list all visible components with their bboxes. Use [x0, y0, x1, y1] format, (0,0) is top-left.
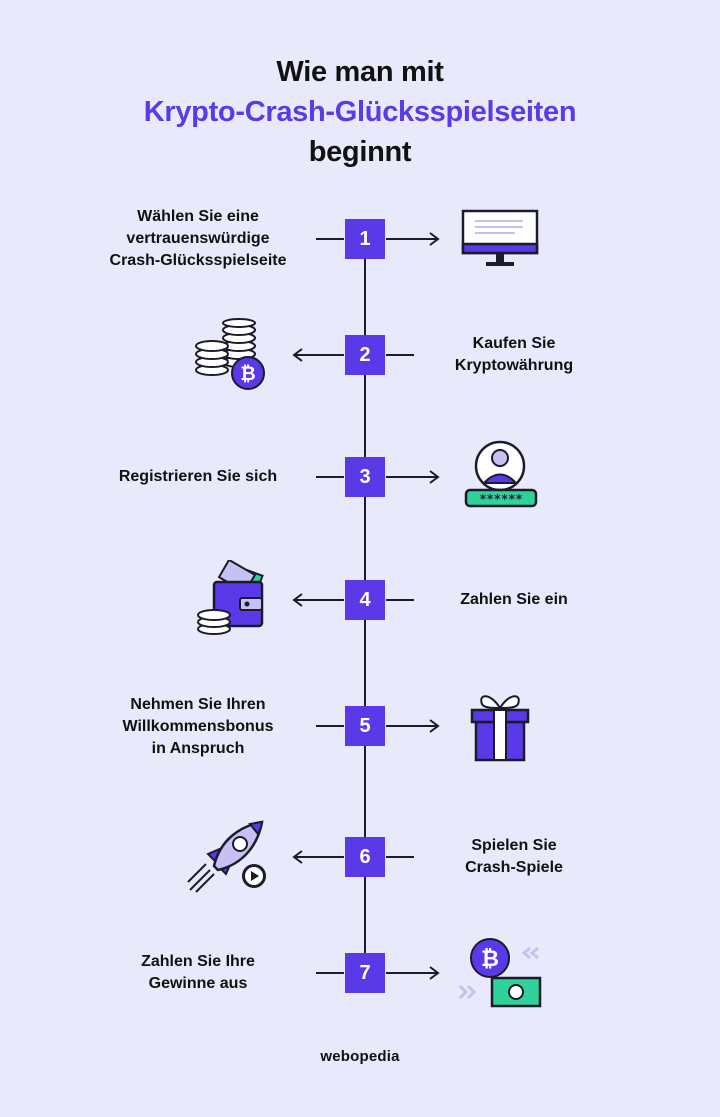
title-line-1: Wie man mit: [276, 56, 444, 88]
rocket-play-icon: [187, 820, 266, 893]
step-2-arrow-left: [292, 348, 414, 362]
step-4-arrow-left: [292, 593, 414, 607]
step-1-number: 1: [345, 219, 385, 259]
step-1-label-line-2: vertrauenswürdige: [126, 230, 270, 247]
step-6-label: Spielen Sie Crash-Spiele: [404, 834, 624, 880]
step-6-arrow-left: [292, 850, 414, 864]
computer-monitor-icon: [461, 209, 539, 266]
step-2-label-line-1: Kaufen Sie: [472, 335, 556, 352]
step-7-label-line-2: Gewinne aus: [148, 975, 248, 992]
step-4-label: Zahlen Sie ein: [404, 589, 624, 611]
step-7-bitcoin-symbol: ₿: [481, 947, 499, 972]
step-3-number: 3: [345, 457, 385, 497]
step-3-label-line-1: Registrieren Sie sich: [118, 468, 278, 485]
step-1-label: Wählen Sie eine vertrauenswürdige Crash-…: [88, 206, 308, 272]
user-password-icon: ******: [464, 440, 538, 508]
step-5-arrow-right: [316, 719, 440, 733]
webopedia-logo: webopedia: [320, 1048, 400, 1065]
bitcoin-cash-withdraw-icon: ₿: [458, 938, 542, 1008]
step-1-arrow-right: [316, 232, 440, 246]
step-7-label: Zahlen Sie Ihre Gewinne aus: [88, 950, 308, 996]
step-3-arrow-right: [316, 470, 440, 484]
step-5-label-line-2: Willkommensbonus: [122, 718, 274, 735]
page-title: Wie man mit Krypto-Crash-Glücksspielseit…: [0, 52, 720, 172]
step-7-label-line-1: Zahlen Sie Ihre: [141, 953, 255, 970]
title-line-3: beginnt: [308, 136, 412, 168]
step-6-number: 6: [345, 837, 385, 877]
step-2-number: 2: [345, 335, 385, 375]
password-mask: ******: [479, 492, 522, 506]
wallet-deposit-icon: [197, 560, 264, 635]
step-5-label: Nehmen Sie Ihren Willkommensbonus in Ans…: [88, 694, 308, 760]
step-6-label-line-2: Crash-Spiele: [465, 859, 563, 876]
step-1-label-line-3: Crash-Glücksspielseite: [109, 252, 287, 269]
step-2-label-line-2: Kryptowährung: [454, 357, 574, 374]
step-7-number: 7: [345, 953, 385, 993]
step-6-label-line-1: Spielen Sie: [471, 837, 557, 854]
step-5-number: 5: [345, 706, 385, 746]
step-5-label-line-1: Nehmen Sie Ihren: [130, 696, 266, 713]
step-7-arrow-right: [316, 966, 440, 980]
step-4-number: 4: [345, 580, 385, 620]
step-2-label: Kaufen Sie Kryptowährung: [404, 332, 624, 378]
bitcoin-coin-stack-icon: ₿: [195, 318, 265, 390]
title-line-2: Krypto-Crash-Glücksspielseiten: [143, 96, 577, 128]
gift-box-icon: [470, 695, 530, 762]
step-1-label-line-1: Wählen Sie eine: [137, 208, 259, 225]
step-4-label-line-1: Zahlen Sie ein: [460, 591, 568, 608]
step-3-label: Registrieren Sie sich: [88, 466, 308, 488]
step-2-bitcoin-symbol: ₿: [240, 363, 255, 385]
step-5-label-line-3: in Anspruch: [151, 740, 245, 757]
